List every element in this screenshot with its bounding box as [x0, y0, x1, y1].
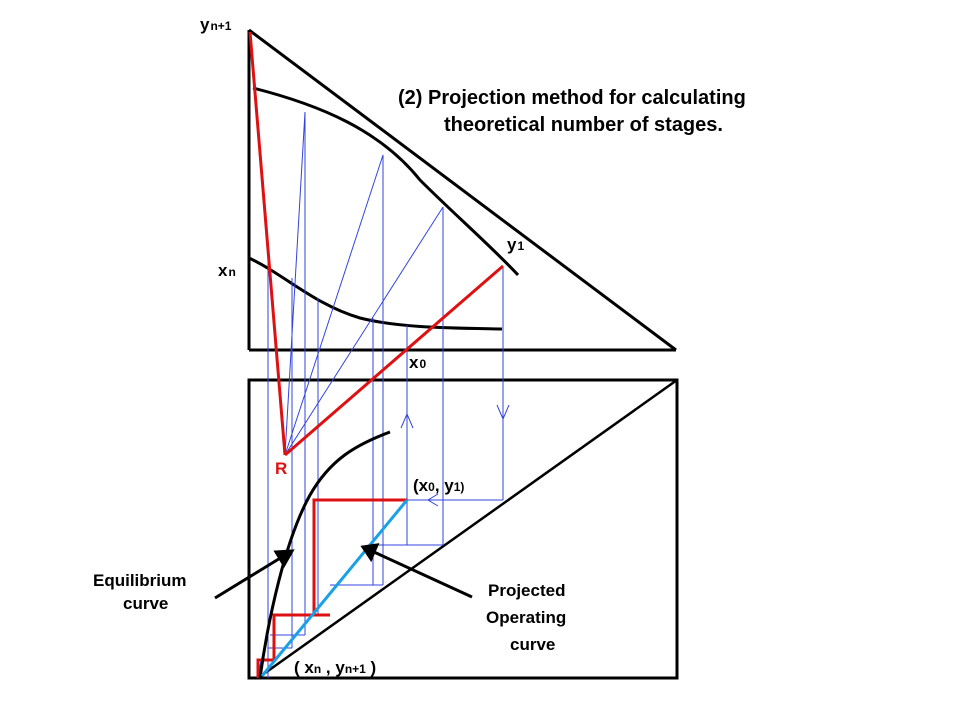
- upper-hypotenuse: [248, 28, 677, 352]
- tie-line: [284, 154, 384, 456]
- projection-lines: [257, 111, 510, 679]
- equilibrium-curve: [258, 430, 391, 679]
- label-R: R: [275, 459, 287, 478]
- upper-ternary-diagram: [247, 28, 677, 352]
- red-stage-steps: [256, 498, 407, 678]
- tie-line: [284, 206, 444, 456]
- title-line-1: (2) Projection method for calculating: [398, 87, 746, 109]
- label-x0: x0: [409, 353, 426, 372]
- projected-label-line-2: Operating: [486, 608, 566, 627]
- operating-arrowhead-icon: [360, 543, 380, 563]
- red-construction: [248, 31, 504, 678]
- label-xn-yn1: ( xn , yn+1 ): [294, 658, 376, 677]
- projected-label-line-3: curve: [510, 635, 555, 654]
- equilibrium-arrowhead-icon: [273, 549, 295, 568]
- equilibrium-pointer: [214, 555, 283, 600]
- tie-line: [284, 111, 306, 456]
- red-line-yn1-to-R: [248, 31, 287, 456]
- lower-diagram-frame: [247, 378, 679, 680]
- label-y1: y1: [507, 235, 524, 254]
- red-line-R-to-y1: [284, 264, 504, 457]
- projected-operating-curve: [260, 499, 409, 677]
- title-line-2: theoretical number of stages.: [444, 114, 723, 136]
- arrow-up-icon: [400, 412, 414, 429]
- label-x0-y1: (x0, y1): [413, 476, 464, 495]
- label-yn1: yn+1: [200, 15, 232, 34]
- projected-label-line-1: Projected: [488, 581, 565, 600]
- lower-xy-diagram: [247, 378, 679, 680]
- extract-phase-curve: [252, 86, 520, 277]
- equilibrium-label-line-2: curve: [123, 594, 168, 613]
- operating-pointer: [373, 550, 473, 599]
- diagonal-line: [257, 378, 678, 680]
- pointer-arrows: [214, 543, 473, 600]
- raffinate-phase-curve: [248, 256, 503, 331]
- label-xn: xn: [218, 261, 236, 280]
- arrow-left-icon: [427, 493, 439, 507]
- equilibrium-label-line-1: Equilibrium: [93, 571, 187, 590]
- arrow-down-icon: [496, 404, 510, 421]
